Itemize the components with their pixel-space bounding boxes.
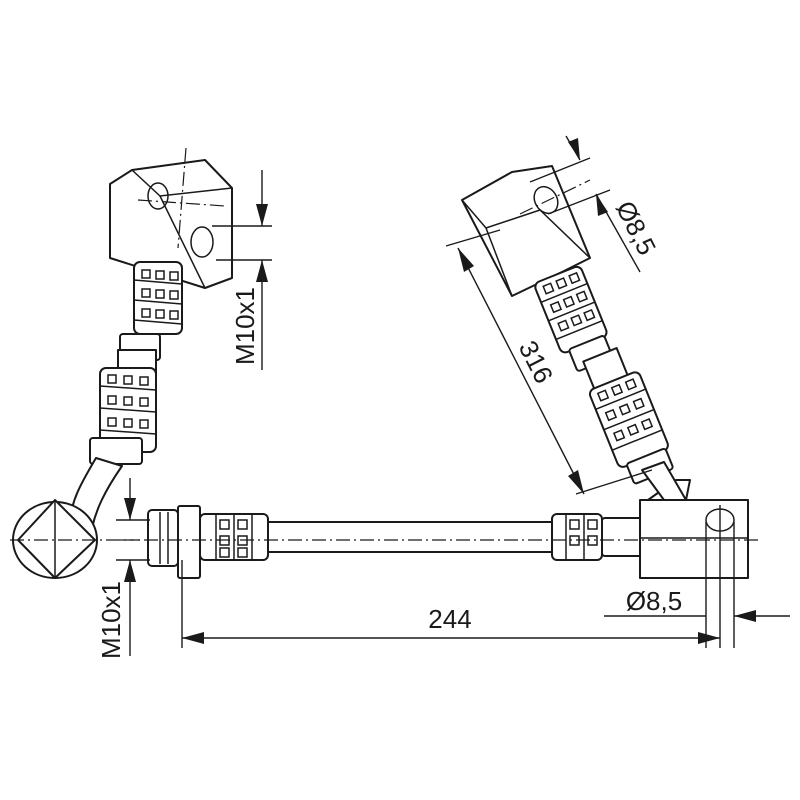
- dimension-lower-thread-label: M10x1: [96, 581, 126, 659]
- dimension-244: 244: [181, 505, 721, 648]
- dimension-244-label: 244: [428, 604, 471, 634]
- upper-right-banjo-block: [461, 165, 591, 297]
- dimension-316-label: 316: [513, 336, 559, 388]
- dimension-upper-thread: M10x1: [212, 170, 272, 370]
- upper-left-fitting: [119, 261, 183, 361]
- dimension-lower-bore-label: Ø8,5: [626, 586, 682, 616]
- lower-left-fitting: [89, 367, 157, 465]
- dimension-lower-bore: Ø8,5: [604, 522, 790, 648]
- lower-right-angled-fitting: [588, 371, 674, 485]
- lower-right-banjo-block: [639, 479, 749, 579]
- dimension-upper-thread-label: M10x1: [230, 287, 260, 365]
- angled-hose-assembly: [461, 165, 687, 501]
- left-hex-nut: [10, 499, 140, 579]
- left-hose-assembly: [10, 147, 233, 579]
- dimension-upper-bore-label: Ø8,5: [610, 196, 662, 260]
- dimension-lower-thread: M10x1: [96, 478, 150, 659]
- upper-left-banjo-block: [109, 147, 233, 289]
- upper-right-fitting: [534, 265, 613, 372]
